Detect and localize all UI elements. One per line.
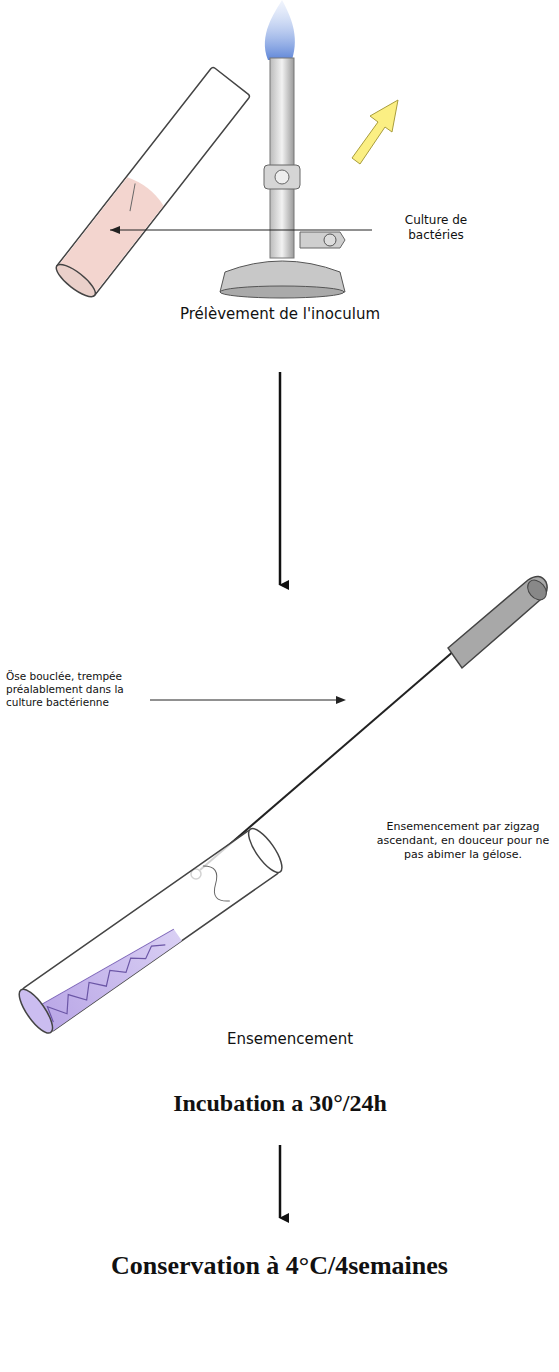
agar-slant-tube [14,824,288,1038]
leader-line [150,700,338,701]
step-caption: Ensemencement [180,1030,400,1049]
leader-head [336,696,346,704]
flow-arrow [279,1145,282,1218]
step-caption: Prélèvement de l'inoculum [100,305,460,324]
callout-label: Culture de bactéries [376,213,496,243]
leader-head [110,226,120,234]
callout-label: Öse bouclée, trempée préalablement dans … [6,670,146,709]
callout-label: Ensemencement par zigzag ascendant, en d… [372,820,554,861]
movement-arrow [352,100,398,164]
leader-line [110,230,372,231]
culture-tube [52,66,251,301]
step-caption: Conservation à 4°C/4semaines [8,1250,551,1283]
bunsen-burner [220,0,345,298]
step-caption: Incubation a 30°/24h [60,1088,500,1118]
flow-arrow [279,372,282,585]
